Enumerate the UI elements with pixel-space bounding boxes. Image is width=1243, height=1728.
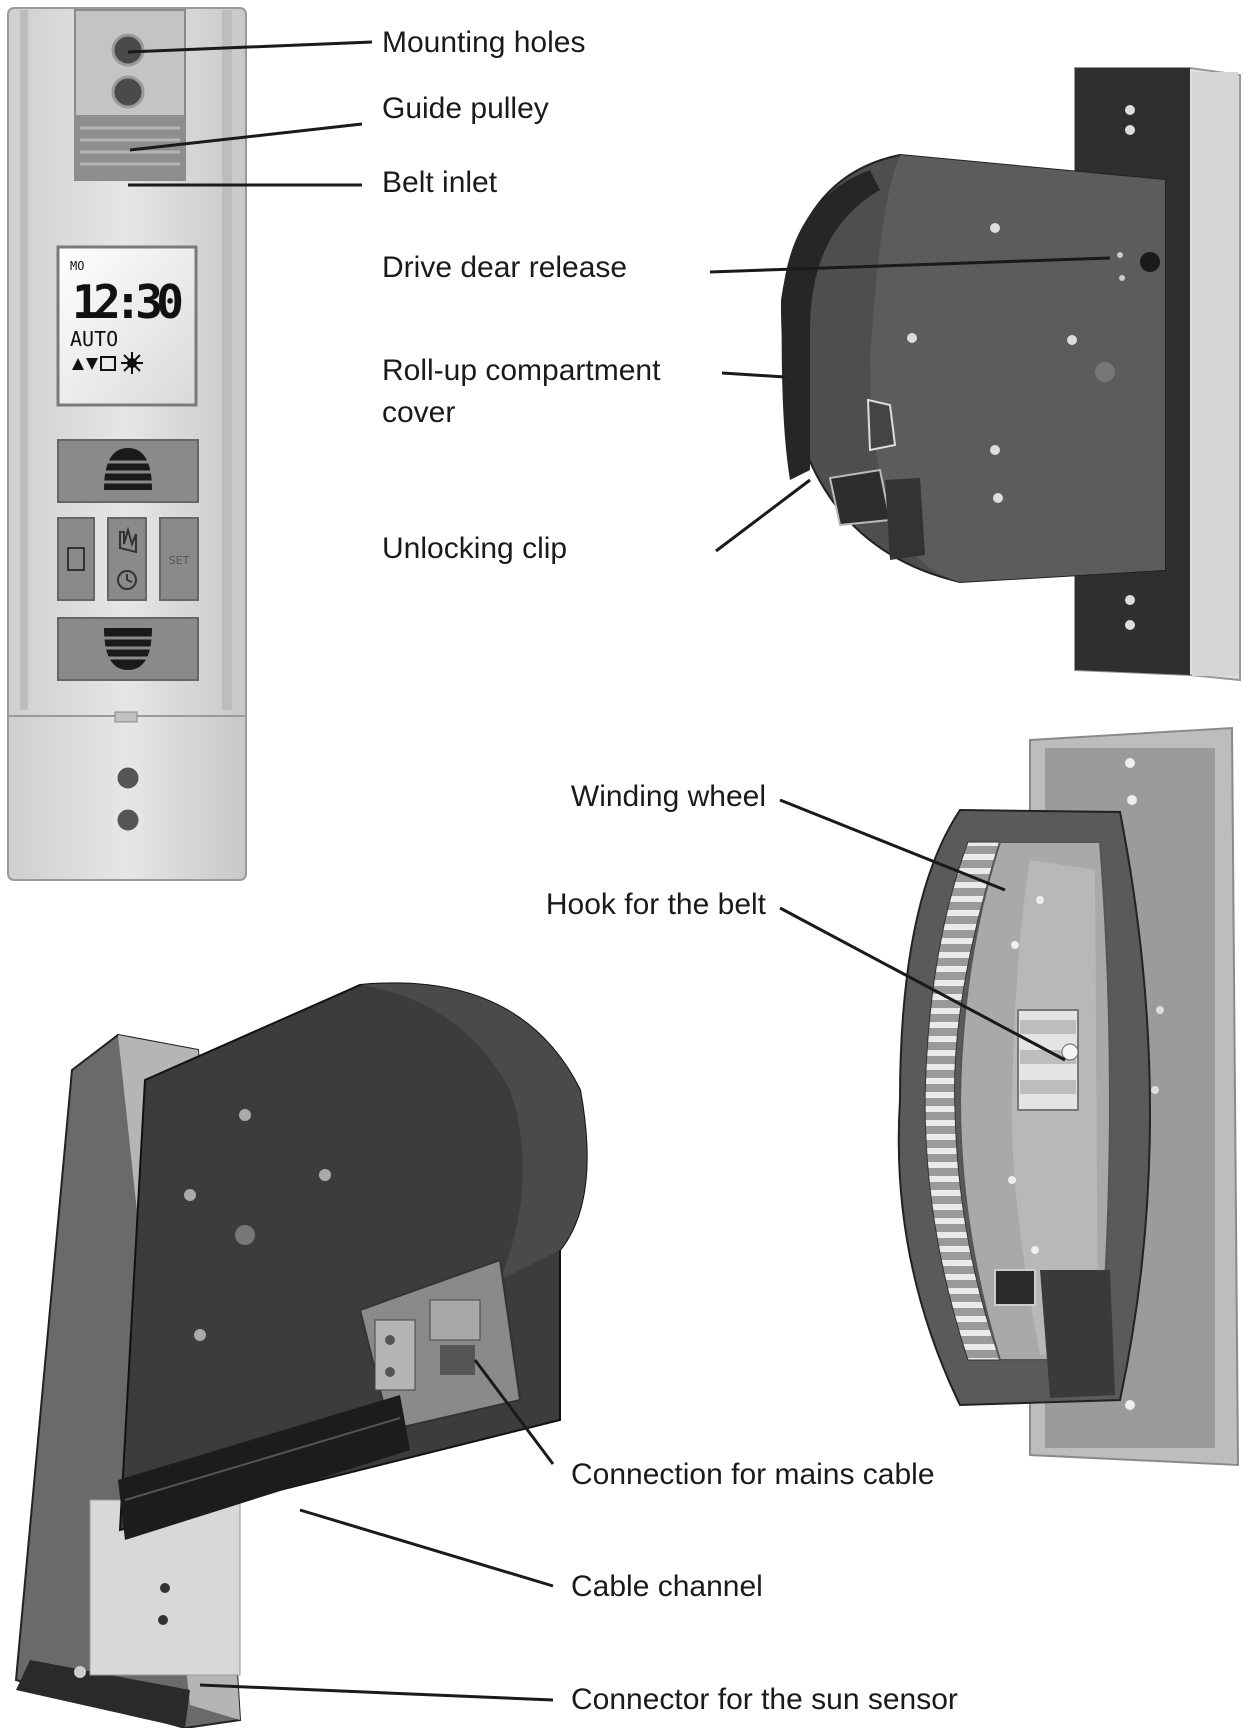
leader-cable-channel [299,1508,554,1588]
label-hook-for-belt: Hook for the belt [545,888,766,921]
leader-hook-for-belt [779,906,1066,1062]
menu-icon [67,547,85,571]
rollup-cover-edge [781,170,880,480]
guide-pulley [75,115,185,180]
label-mains-cable: Connection for mains cable [571,1458,935,1491]
manual-timer-button[interactable] [107,517,147,601]
label-unlocking-clip: Unlocking clip [382,532,568,565]
hand-icon [119,526,137,554]
calendar-icon [100,356,116,371]
label-sun-sensor: Connector for the sun sensor [571,1683,958,1716]
label-cable-channel: Cable channel [571,1570,763,1603]
label-rollup-cover-line1: Roll-up compartment [382,354,661,387]
unlocking-clip [866,398,897,452]
up-button[interactable] [57,439,199,503]
lcd-time: 12:30 [72,275,184,329]
menu-button[interactable] [57,517,95,601]
mounting-hole [112,804,144,836]
mounting-hole [111,33,145,67]
label-winding-wheel: Winding wheel [570,780,766,813]
mounting-hole [112,762,144,794]
leader-unlocking-clip [715,478,811,553]
leader-rollup-cover [721,371,786,379]
open-unit [897,726,1240,1467]
lcd-day: MO [70,259,84,273]
clock-icon [117,570,137,590]
label-mounting-holes: Mounting holes [382,26,586,59]
mounting-hole [111,75,145,109]
sun-icon [121,352,143,374]
cable-channel [118,1395,410,1540]
side-view-unit [780,67,1241,682]
set-button-label: SET [169,554,190,567]
front-control-unit: MO 12:30 AUTO [7,7,247,881]
leader-lines [127,40,1111,1702]
leader-sun-sensor [199,1683,554,1702]
leader-mounting-holes [127,40,373,54]
leader-guide-pulley [129,122,363,152]
label-rollup-cover-line2: cover [382,396,456,429]
set-button[interactable]: SET [159,517,199,601]
back-view-unit [14,982,588,1728]
release-hole [1140,252,1160,272]
label-drive-gear-release: Drive dear release [382,251,628,284]
label-belt-inlet: Belt inlet [382,166,498,199]
up-arrow-icon [72,358,84,370]
lcd-display [56,245,198,407]
down-button[interactable] [57,617,199,681]
leader-winding-wheel [779,798,1006,892]
label-guide-pulley: Guide pulley [382,92,549,125]
leader-drive-gear-release [709,256,1111,274]
lcd-mode: AUTO [70,327,118,351]
leader-mains-cable [473,1359,555,1465]
down-arrow-icon [86,358,98,370]
